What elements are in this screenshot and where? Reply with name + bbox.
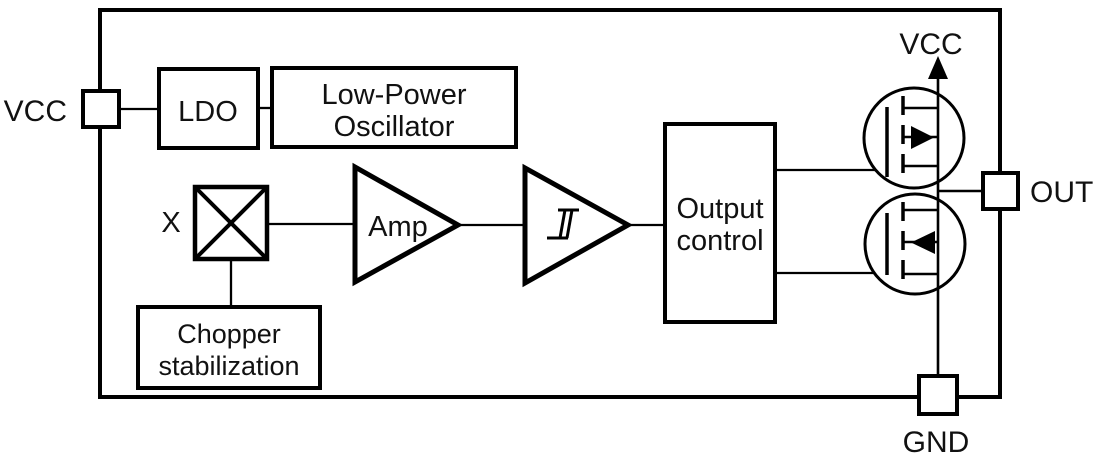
ldo-label: LDO <box>178 96 238 128</box>
output-control-block <box>663 122 777 324</box>
oscillator-label-line2: Oscillator <box>334 111 455 143</box>
output-control-label-line1: Output <box>676 193 763 225</box>
mixer-diagonal-2 <box>193 185 269 261</box>
gnd-label: GND <box>903 426 970 459</box>
out-pin <box>981 171 1020 211</box>
mosfet-lowside <box>885 202 938 286</box>
mosfet-lowside-arrow-icon <box>911 231 935 254</box>
vcc-pin <box>81 89 121 129</box>
ldo-block <box>157 67 260 150</box>
oscillator-label-line1: Low-Power <box>321 79 466 111</box>
chopper-label-line2: stabilization <box>158 351 299 381</box>
out-label: OUT <box>1030 176 1093 209</box>
vcc-left-label: VCC <box>4 95 67 128</box>
mosfet-highside-arrow-icon <box>911 126 934 149</box>
oscillator-block <box>270 66 518 149</box>
gnd-pin <box>917 374 959 416</box>
schmitt-trigger <box>522 163 634 288</box>
chopper-label-line1: Chopper <box>177 319 281 349</box>
chopper-block <box>136 305 322 390</box>
vcc-arrow-icon <box>928 56 948 79</box>
mixer-symbol <box>192 184 270 262</box>
mosfet-highside <box>885 96 938 180</box>
amp-label: Amp <box>368 211 428 243</box>
amp-triangle <box>352 162 464 287</box>
schmitt-triangle <box>522 163 634 288</box>
vcc-top-label: VCC <box>899 28 962 61</box>
output-control-label-line2: control <box>676 225 763 257</box>
mixer-label: X <box>161 207 180 239</box>
hysteresis-icon <box>547 208 579 240</box>
